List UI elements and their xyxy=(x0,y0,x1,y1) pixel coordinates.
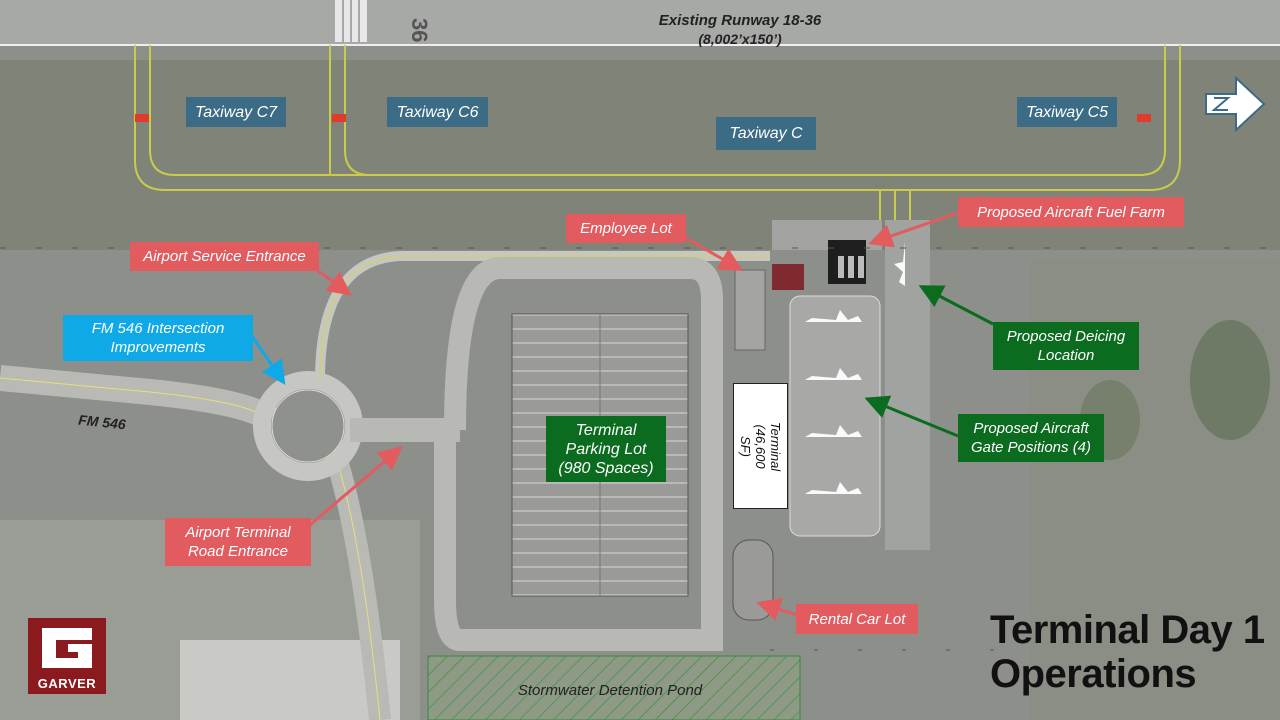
terminal-building: Terminal (46,600 SF) xyxy=(733,383,788,509)
runway-dimensions: (8,002’x150’) xyxy=(698,31,782,47)
runway-18-36 xyxy=(0,0,1280,45)
threshold-markings xyxy=(335,0,367,42)
taxiway-c7-label: Taxiway C7 xyxy=(186,97,286,127)
gate-positions-label: Proposed Aircraft Gate Positions (4) xyxy=(958,414,1104,462)
taxiway-c6-label: Taxiway C6 xyxy=(387,97,488,127)
rental-car-lot-area xyxy=(732,539,774,621)
aircraft-gate-positions xyxy=(805,242,905,494)
fuel-farm-label: Proposed Aircraft Fuel Farm xyxy=(958,197,1184,227)
taxiway-c5-label: Taxiway C5 xyxy=(1017,97,1117,127)
apron xyxy=(789,295,881,537)
runway-name: Existing Runway 18-36 xyxy=(658,12,822,29)
fm546-intersection-label: FM 546 Intersection Improvements xyxy=(63,315,253,361)
terminal-road-entrance-label: Airport Terminal Road Entrance xyxy=(165,518,311,566)
airport-service-entrance-label: Airport Service Entrance xyxy=(130,242,319,271)
terminal-building-label: Terminal (46,600 SF) xyxy=(738,421,783,471)
deicing-location-label: Proposed Deicing Location xyxy=(993,322,1139,370)
terminal-parking-label: Terminal Parking Lot (980 Spaces) xyxy=(546,416,666,482)
page-title: Terminal Day 1 Operations xyxy=(990,608,1265,696)
garver-logo: GARVER xyxy=(28,618,106,694)
north-arrow-icon xyxy=(1205,75,1266,133)
garver-logo-text: GARVER xyxy=(37,676,97,691)
runway-threshold-number: 36 xyxy=(407,18,432,42)
rental-car-lot-label: Rental Car Lot xyxy=(796,604,918,634)
garver-g-mark-icon xyxy=(42,628,92,668)
stormwater-pond-area xyxy=(427,655,801,720)
taxiway-c-label: Taxiway C xyxy=(716,117,816,150)
employee-lot-label: Employee Lot xyxy=(566,214,686,243)
stormwater-pond-label: Stormwater Detention Pond xyxy=(517,682,703,699)
deicing-aircraft xyxy=(894,242,905,286)
